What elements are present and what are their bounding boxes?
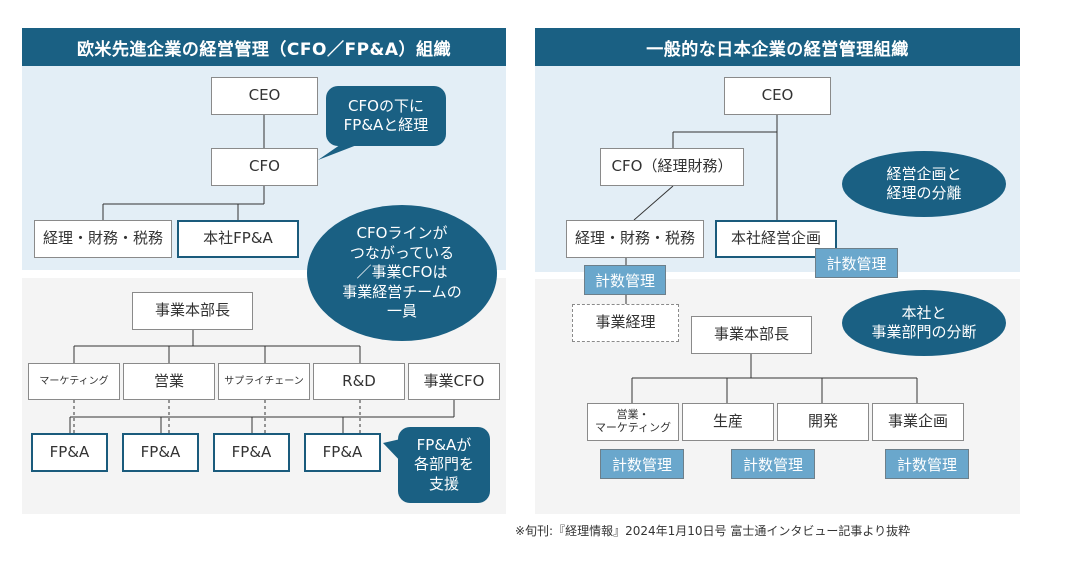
left-fpa-box-4: FP&A: [304, 433, 381, 472]
left-callout-cfo-line: CFOラインが つながっている ／事業CFOは 事業経営チームの 一員: [307, 205, 497, 341]
right-business-head-box: 事業本部長: [691, 316, 812, 354]
right-business-accounting-box: 事業経理: [572, 304, 679, 342]
right-dept-business-planning: 事業企画: [872, 403, 964, 441]
left-cfo-box: CFO: [211, 148, 318, 186]
right-tag-sales-metrics: 計数管理: [600, 449, 684, 479]
left-panel-title: 欧米先進企業の経営管理（CFO／FP&A）組織: [22, 28, 506, 66]
right-dept-development: 開発: [777, 403, 869, 441]
left-dept-sales: 営業: [123, 363, 215, 400]
left-dept-marketing: マーケティング: [28, 363, 120, 400]
source-note: ※旬刊:『経理情報』2024年1月10日号 富士通インタビュー記事より抜粋: [515, 524, 911, 538]
right-tag-planning-metrics: 計数管理: [815, 248, 898, 278]
left-accounting-box: 経理・財務・税務: [34, 220, 172, 258]
left-hq-fpa-box: 本社FP&A: [177, 220, 299, 258]
left-business-head-box: 事業本部長: [132, 292, 253, 330]
right-callout-disconnect: 本社と 事業部門の分断: [842, 290, 1006, 356]
left-fpa-box-2: FP&A: [122, 433, 199, 472]
right-dept-production: 生産: [682, 403, 774, 441]
right-panel-title: 一般的な日本企業の経営管理組織: [535, 28, 1020, 66]
right-cfo-box: CFO（経理財務）: [600, 148, 744, 186]
left-fpa-box-1: FP&A: [31, 433, 108, 472]
right-tag-accounting-metrics: 計数管理: [584, 265, 666, 295]
left-callout-cfo-fpa: CFOの下に FP&Aと経理: [326, 86, 446, 146]
right-callout-separation: 経営企画と 経理の分離: [842, 151, 1006, 217]
left-callout-fpa-support: FP&Aが 各部門を 支援: [398, 427, 490, 503]
left-dept-business-cfo: 事業CFO: [408, 363, 500, 400]
left-fpa-box-3: FP&A: [213, 433, 290, 472]
right-dept-sales-marketing: 営業・ マーケティング: [587, 403, 679, 441]
right-tag-production-metrics: 計数管理: [731, 449, 815, 479]
left-dept-rnd: R&D: [313, 363, 405, 400]
right-tag-planning-dept-metrics: 計数管理: [885, 449, 969, 479]
right-accounting-box: 経理・財務・税務: [566, 220, 704, 258]
left-dept-supply-chain: サプライチェーン: [218, 363, 310, 400]
right-ceo-box: CEO: [724, 77, 831, 115]
left-ceo-box: CEO: [211, 77, 318, 115]
